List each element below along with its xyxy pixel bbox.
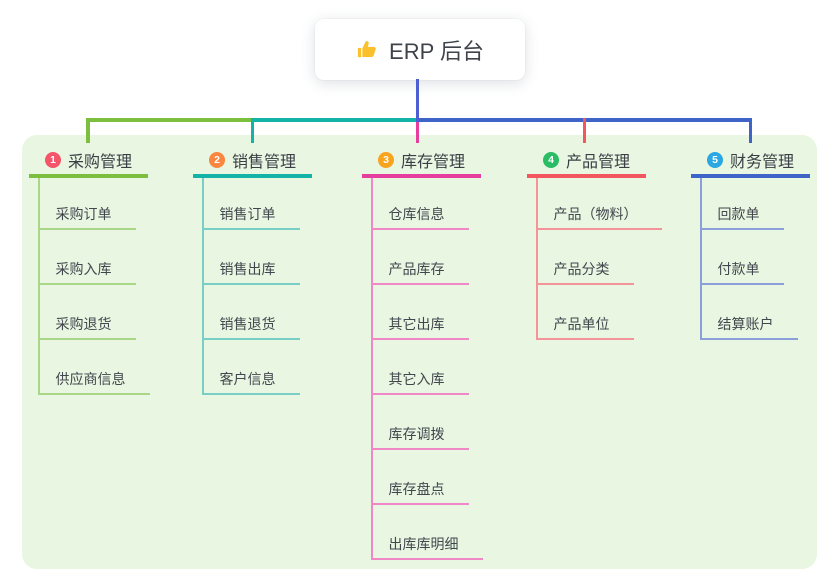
child-node[interactable]: 回款单: [699, 204, 784, 230]
child-node[interactable]: 出库库明细: [370, 534, 483, 560]
branch-children-spine: [535, 178, 538, 340]
child-node[interactable]: 客户信息: [201, 369, 300, 395]
branch-number-badge: 2: [208, 152, 225, 168]
connector-root-line: [415, 79, 420, 122]
branch-children-spine: [37, 178, 40, 395]
child-node[interactable]: 产品分类: [535, 259, 634, 285]
branch-children-spine: [699, 178, 702, 340]
child-node[interactable]: 采购入库: [37, 259, 136, 285]
branch-number-badge: 5: [706, 152, 723, 168]
branch-label: 库存管理: [400, 154, 465, 171]
branch-children-spine: [370, 178, 373, 560]
child-node[interactable]: 产品库存: [370, 259, 469, 285]
root-title: ERP 后台: [389, 38, 484, 64]
child-node[interactable]: 结算账户: [699, 314, 798, 340]
branch-number-badge: 3: [377, 152, 394, 168]
child-node[interactable]: 产品（物料）: [535, 204, 662, 230]
child-node[interactable]: 其它入库: [370, 369, 469, 395]
connector-bus-segment: [254, 118, 418, 122]
child-node[interactable]: 产品单位: [535, 314, 634, 340]
connector-branch-drop: [748, 118, 753, 143]
branch-number-badge: 1: [44, 152, 61, 168]
connector-bus-segment: [86, 118, 254, 122]
child-node[interactable]: 其它出库: [370, 314, 469, 340]
branch-node-1[interactable]: 1 采购管理: [29, 146, 148, 178]
connector-branch-drop: [86, 118, 90, 143]
child-node[interactable]: 库存调拨: [370, 424, 469, 450]
child-node[interactable]: 采购订单: [37, 204, 136, 230]
child-node[interactable]: 销售退货: [201, 314, 300, 340]
branch-node-4[interactable]: 4 产品管理: [527, 146, 646, 178]
child-node[interactable]: 仓库信息: [370, 204, 469, 230]
branch-node-2[interactable]: 2 销售管理: [193, 146, 312, 178]
branch-number-badge: 4: [542, 152, 559, 168]
branches-panel: [22, 135, 817, 569]
root-node[interactable]: ERP 后台: [315, 19, 525, 80]
branch-label: 销售管理: [231, 154, 296, 171]
branch-node-3[interactable]: 3 库存管理: [362, 146, 481, 178]
thumbs-up-icon: [357, 41, 376, 58]
child-node[interactable]: 采购退货: [37, 314, 136, 340]
child-node[interactable]: 销售订单: [201, 204, 300, 230]
child-node[interactable]: 供应商信息: [37, 369, 150, 395]
child-node[interactable]: 销售出库: [201, 259, 300, 285]
connector-branch-drop: [582, 118, 587, 143]
child-node[interactable]: 付款单: [699, 259, 784, 285]
connector-branch-drop: [415, 118, 420, 143]
child-node[interactable]: 库存盘点: [370, 479, 469, 505]
branch-node-5[interactable]: 5 财务管理: [691, 146, 810, 178]
branch-label: 采购管理: [67, 154, 132, 171]
branch-label: 财务管理: [729, 154, 794, 171]
branch-label: 产品管理: [565, 154, 630, 171]
branch-children-spine: [201, 178, 204, 395]
connector-branch-drop: [250, 118, 255, 143]
